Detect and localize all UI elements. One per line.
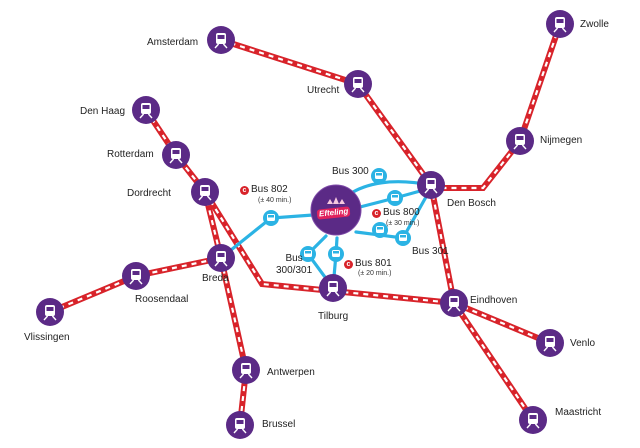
rail-denbosch-eindhoven-dash	[429, 184, 456, 304]
label-brussel: Brussel	[262, 419, 296, 430]
train-icon	[326, 281, 340, 297]
train-icon	[553, 17, 567, 33]
label-breda: Breda	[202, 273, 229, 284]
train-icon	[198, 185, 212, 201]
c-logo-icon: c	[240, 185, 249, 195]
train-icon	[233, 418, 247, 434]
rail-network	[47, 21, 563, 428]
bus-stop-bus-801[interactable]	[328, 246, 344, 262]
bus-icon	[267, 214, 275, 221]
train-icon	[214, 251, 228, 267]
train-icon	[424, 178, 438, 194]
train-icon	[169, 148, 183, 164]
train-icon	[351, 77, 365, 93]
station-brussel[interactable]	[226, 411, 254, 439]
bus-300-301-line1: Bus	[285, 253, 303, 264]
bus-icon	[375, 172, 383, 179]
label-den-bosch: Den Bosch	[447, 198, 496, 209]
bus-icon	[399, 234, 407, 241]
station-den-haag[interactable]	[132, 96, 160, 124]
label-antwerpen: Antwerpen	[267, 367, 315, 378]
rail-eindhoven-venlo-dash	[453, 301, 551, 345]
rail-dordrecht-eindhoven	[202, 189, 457, 306]
bus-stop-bus-802[interactable]	[263, 210, 279, 226]
station-zwolle[interactable]	[546, 10, 574, 38]
label-bus-301: Bus 301	[412, 246, 449, 257]
train-icon	[239, 363, 253, 379]
train-icon	[139, 103, 153, 119]
station-tilburg[interactable]	[319, 274, 347, 302]
label-roosendaal: Roosendaal	[135, 294, 189, 305]
station-vlissingen[interactable]	[36, 298, 64, 326]
label-den-haag: Den Haag	[80, 106, 126, 117]
label-tilburg: Tilburg	[318, 311, 349, 322]
bus-802-text: Bus 802	[251, 184, 288, 195]
label-bus-801: c Bus 801	[344, 258, 392, 270]
train-icon	[447, 296, 461, 312]
train-icon	[129, 269, 143, 285]
bus-stop-bus-800[interactable]	[387, 190, 403, 206]
bus-stops	[263, 168, 411, 262]
station-maastricht[interactable]	[519, 406, 547, 434]
train-icon	[214, 33, 228, 49]
rail-zwolle-denbosch-dash	[431, 23, 562, 190]
bus-icon	[304, 250, 312, 257]
station-dordrecht[interactable]	[191, 178, 219, 206]
bus-801-text: Bus 801	[355, 258, 392, 269]
rail-amsterdam-utrecht	[218, 37, 434, 188]
note-bus-801: (± 20 min.)	[358, 270, 392, 277]
station-antwerpen[interactable]	[232, 356, 260, 384]
bus-800-text: Bus 800	[383, 207, 420, 218]
rail-zwolle-denbosch	[428, 21, 563, 191]
bus-icon	[391, 194, 399, 201]
c-logo-icon: c	[372, 208, 381, 218]
bus-icon	[376, 226, 384, 233]
label-bus-802: c Bus 802	[240, 184, 288, 196]
station-rotterdam[interactable]	[162, 141, 190, 169]
label-bus-800: c Bus 800	[372, 207, 420, 219]
bus-stop-bus-301-b[interactable]	[395, 230, 411, 246]
bus-stop-bus-300-301[interactable]	[300, 246, 316, 262]
label-dordrecht: Dordrecht	[127, 188, 171, 199]
station-den-bosch[interactable]	[417, 171, 445, 199]
station-eindhoven[interactable]	[440, 289, 468, 317]
label-nijmegen: Nijmegen	[540, 135, 583, 146]
train-stations	[36, 10, 574, 439]
train-icon	[43, 305, 57, 321]
bus-stop-bus-301-a[interactable]	[372, 222, 388, 238]
train-icon	[543, 336, 557, 352]
label-bus-300-301: Bus 300/301	[276, 253, 312, 277]
label-maastricht: Maastricht	[555, 407, 602, 418]
bus-icon	[332, 250, 340, 257]
station-breda[interactable]	[207, 244, 235, 272]
bus-300-301-line2: 300/301	[276, 265, 313, 276]
label-zwolle: Zwolle	[580, 19, 609, 30]
train-icon	[526, 413, 540, 429]
bus-stop-bus-300[interactable]	[371, 168, 387, 184]
c-logo-icon: c	[344, 259, 353, 269]
station-amsterdam[interactable]	[207, 26, 235, 54]
note-bus-800: (± 30 min.)	[386, 220, 420, 227]
train-icon	[513, 134, 527, 150]
station-nijmegen[interactable]	[506, 127, 534, 155]
label-venlo: Venlo	[570, 338, 596, 349]
label-bus-300: Bus 300	[332, 166, 369, 177]
rail-eindhoven-maastricht-dash	[453, 302, 534, 421]
label-amsterdam: Amsterdam	[147, 37, 199, 48]
rail-amsterdam-utrecht-dash	[220, 38, 432, 186]
label-rotterdam: Rotterdam	[107, 149, 154, 160]
station-venlo[interactable]	[536, 329, 564, 357]
note-bus-802: (± 40 min.)	[258, 197, 292, 204]
label-utrecht: Utrecht	[307, 85, 340, 96]
station-roosendaal[interactable]	[122, 262, 150, 290]
label-vlissingen: Vlissingen	[24, 332, 70, 343]
station-utrecht[interactable]	[344, 70, 372, 98]
label-eindhoven: Eindhoven	[470, 295, 518, 306]
castle-crown-icon	[327, 197, 345, 204]
